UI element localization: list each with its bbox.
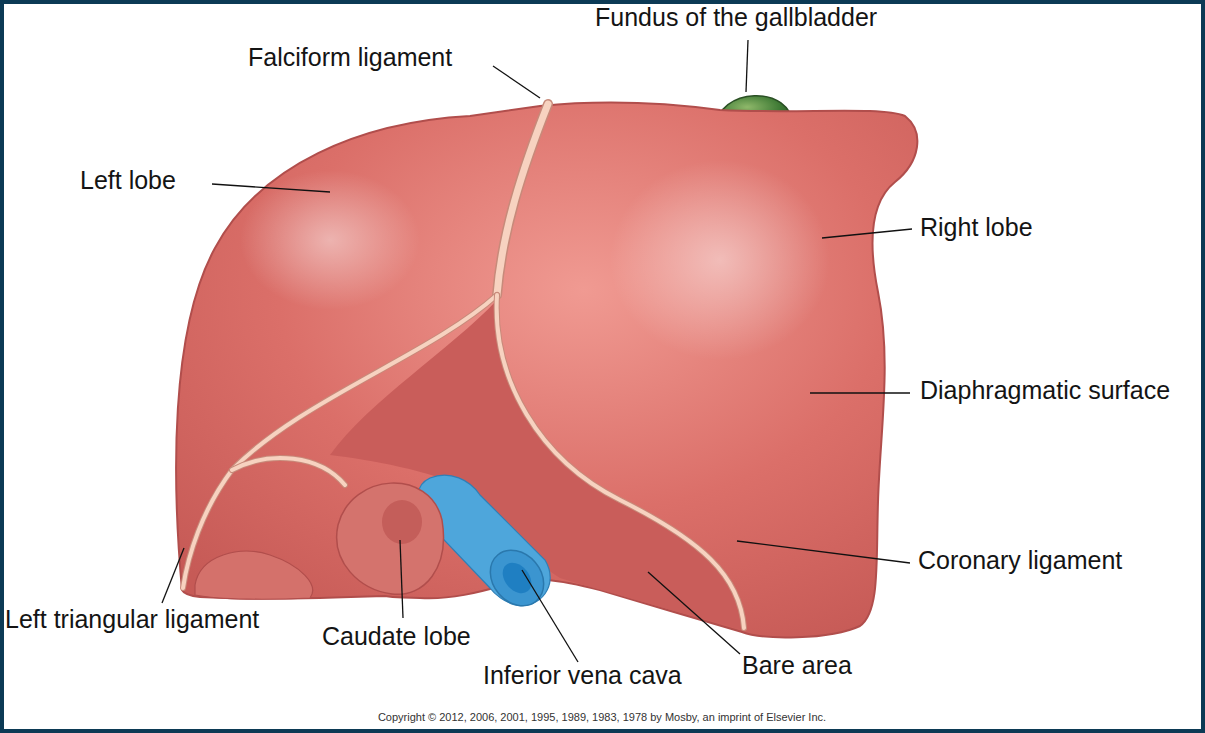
coronary-ligament xyxy=(232,458,345,485)
label-text: Left triangular ligament xyxy=(5,604,259,634)
label-text: Bare area xyxy=(742,650,852,680)
highlight xyxy=(610,160,830,360)
leader-line xyxy=(493,66,540,98)
label-text: Fundus of the gallbladder xyxy=(595,4,877,32)
leader-line xyxy=(810,392,910,393)
leader-line xyxy=(522,570,578,662)
caudate-shade xyxy=(382,500,422,544)
leader-line xyxy=(212,184,330,192)
ligaments xyxy=(183,104,744,628)
ligament-line xyxy=(183,295,497,588)
lobe-edge xyxy=(195,551,313,599)
highlight xyxy=(240,170,420,310)
label-text: Right lobe xyxy=(920,212,1033,242)
coronary-ligament xyxy=(497,295,744,628)
liver-outline xyxy=(176,103,917,638)
label-text: Coronary ligament xyxy=(918,545,1122,575)
bare-area xyxy=(330,300,744,630)
falciform-ligament xyxy=(497,104,548,295)
ligament-line xyxy=(183,295,497,588)
vena-cava-lumen xyxy=(497,557,537,598)
label-text: Falciform ligament xyxy=(248,42,452,72)
label-text: Inferior vena cava xyxy=(483,660,682,690)
falciform-ligament xyxy=(497,104,548,295)
copyright-caption: Copyright © 2012, 2006, 2001, 1995, 1989… xyxy=(378,711,826,724)
label-text: Caudate lobe xyxy=(322,621,471,651)
leader-line xyxy=(822,229,912,238)
caudate-lobe xyxy=(337,483,444,594)
coronary-ligament xyxy=(232,458,345,485)
leader-line xyxy=(737,541,910,563)
leader-line xyxy=(400,540,403,618)
coronary-ligament xyxy=(497,295,744,628)
label-text: Left lobe xyxy=(80,165,176,195)
leader-line xyxy=(648,572,740,654)
leader-line xyxy=(746,40,748,92)
leader-lines xyxy=(162,40,912,662)
leader-line xyxy=(162,548,184,603)
figure-ground: Fundus of the gallbladderFalciform ligam… xyxy=(4,4,1201,729)
label-text: Diaphragmatic surface xyxy=(920,375,1170,405)
